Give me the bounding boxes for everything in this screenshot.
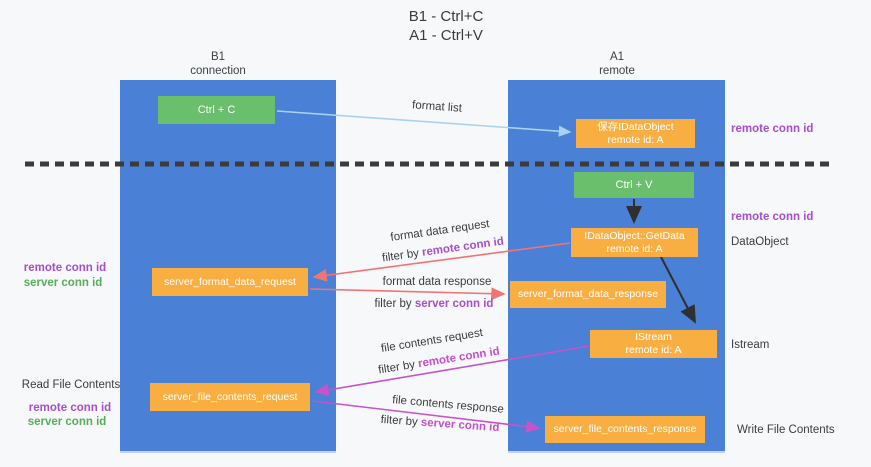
- node-istream-line1: IStream: [635, 331, 672, 343]
- node-ctrl-v: Ctrl + V: [574, 172, 694, 198]
- node-getdata-line2: remote id: A: [606, 242, 663, 255]
- node-ctrl-v-label: Ctrl + V: [615, 178, 653, 191]
- label-format-list: format list: [411, 99, 463, 115]
- node-server-file-contents-response: server_file_contents_response: [545, 416, 705, 443]
- node-server-format-data-response: server_format_data_response: [510, 281, 666, 308]
- remote-conn-id-text: remote conn id: [421, 235, 505, 259]
- lane-a1-name: A1: [609, 51, 625, 63]
- node-idataobject-getdata: IDataObject::GetData remote id: A: [571, 228, 698, 257]
- server-conn-id-text: server conn id: [414, 298, 494, 310]
- label-right-remote-conn-id-top: remote conn id: [731, 123, 814, 135]
- node-save-idataobject: 保存IDataObject remote id: A: [576, 119, 695, 148]
- node-istream: IStream remote id: A: [590, 330, 717, 358]
- title-line-1: B1 - Ctrl+C: [408, 8, 484, 25]
- filter-by-text: filter by: [377, 358, 416, 377]
- lane-b1-subtitle: connection: [190, 65, 246, 77]
- title-line-2: A1 - Ctrl+V: [409, 27, 483, 44]
- filter-by-text: filter by: [380, 413, 419, 429]
- node-save-idataobject-line2: remote id: A: [607, 133, 664, 146]
- arrow-format-data-response: [309, 287, 506, 301]
- label-write-file-contents: Write File Contents: [737, 424, 835, 436]
- label-dataobject: DataObject: [731, 236, 789, 248]
- node-server-format-data-request: server_format_data_request: [152, 268, 308, 296]
- label-left-remote-conn-id-mid: remote conn id: [23, 262, 107, 274]
- node-server-file-contents-response-label: server_file_contents_response: [553, 423, 697, 435]
- diagram-title: B1 - Ctrl+C A1 - Ctrl+V: [346, 7, 546, 45]
- label-left-server-conn-id-bottom: server conn id: [27, 416, 107, 428]
- label-left-server-conn-id-mid: server conn id: [23, 277, 103, 289]
- filter-by-text: filter by: [381, 247, 420, 265]
- lane-header-b1: B1 connection: [158, 50, 278, 78]
- node-getdata-line1: IDataObject::GetData: [584, 229, 685, 242]
- filter-by-text: filter by: [374, 298, 412, 310]
- lane-header-a1: A1 remote: [557, 50, 677, 78]
- lane-b1-name: B1: [210, 51, 226, 63]
- label-file-contents-response: file contents response: [391, 394, 505, 416]
- label-right-remote-conn-id-mid: remote conn id: [731, 211, 814, 223]
- node-ctrl-c-label: Ctrl + C: [197, 103, 236, 116]
- remote-conn-id-text: remote conn id: [417, 345, 501, 371]
- node-server-format-data-response-label: server_format_data_response: [517, 288, 659, 300]
- label-istream: Istream: [731, 339, 770, 351]
- server-conn-id-text: server conn id: [420, 416, 500, 435]
- node-server-format-data-request-label: server_format_data_request: [164, 275, 296, 288]
- node-ctrl-c: Ctrl + C: [158, 96, 275, 124]
- node-server-file-contents-request: server_file_contents_request: [150, 383, 310, 411]
- label-read-file-contents: Read File Contents: [21, 379, 121, 391]
- label-format-data-response: format data response: [382, 276, 492, 288]
- node-save-idataobject-line1: 保存IDataObject: [597, 120, 674, 133]
- node-server-file-contents-request-label: server_file_contents_request: [162, 390, 298, 403]
- label-left-remote-conn-id-bottom: remote conn id: [28, 402, 112, 414]
- node-istream-line2: remote id: A: [625, 344, 682, 356]
- lane-a1-subtitle: remote: [599, 65, 635, 77]
